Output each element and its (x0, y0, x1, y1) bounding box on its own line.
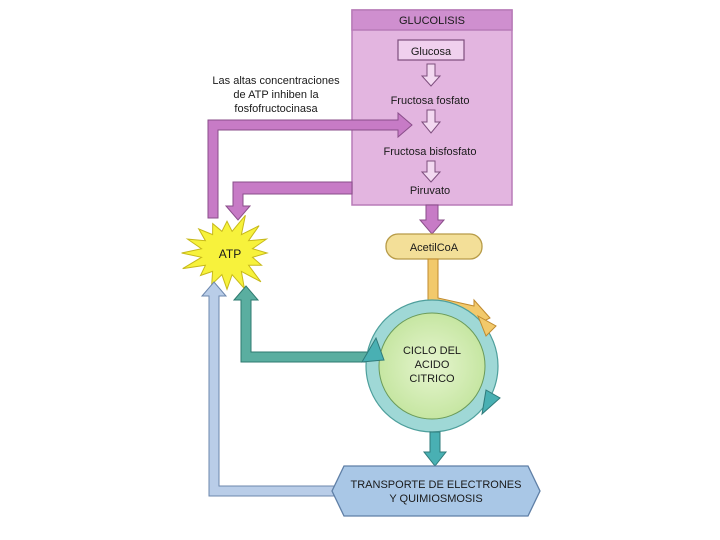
step-arrow-2 (420, 109, 442, 134)
fructosa-fosfato-label: Fructosa fosfato (391, 95, 470, 107)
electron-transport-box: TRANSPORTE DE ELECTRONES Y QUIMIOSMOSIS (331, 465, 541, 517)
transport-to-atp-arrow (200, 281, 337, 497)
svg-text:TRANSPORTE DE ELECTRONES: TRANSPORTE DE ELECTRONES (351, 479, 522, 491)
atp-starburst: ATP (181, 214, 269, 291)
piruvato-label: Piruvato (410, 185, 450, 197)
inhibition-annotation: Las altas concentraciones de ATP inhiben… (212, 75, 340, 115)
fructosa-bisfosfato-label: Fructosa bisfosfato (384, 146, 477, 158)
pyruvate-to-acetyl-arrow (418, 204, 446, 235)
glycolysis-title: GLUCOLISIS (399, 15, 465, 27)
svg-text:ACIDO: ACIDO (415, 359, 450, 371)
svg-text:de ATP inhiben la: de ATP inhiben la (233, 89, 319, 101)
svg-text:ATP: ATP (219, 247, 241, 261)
cycle-to-atp-arrow (232, 285, 373, 363)
acetilcoa-node: AcetilCoA (385, 233, 483, 260)
svg-text:Y QUIMIOSMOSIS: Y QUIMIOSMOSIS (389, 493, 482, 505)
svg-text:Las altas concentraciones: Las altas concentraciones (212, 75, 340, 87)
citric-acid-cycle: CICLO DEL ACIDO CITRICO (361, 299, 501, 433)
step-arrow-1 (420, 63, 442, 87)
atp-inhibition-arrow (207, 111, 413, 219)
glycolysis-panel: GLUCOLISIS Glucosa Fructosa fosfato Fruc… (351, 9, 513, 206)
step-arrow-3 (420, 160, 442, 183)
svg-text:CICLO DEL: CICLO DEL (403, 345, 461, 357)
svg-text:CITRICO: CITRICO (409, 373, 455, 385)
svg-text:fosfofructocinasa: fosfofructocinasa (234, 103, 318, 115)
glucosa-box (397, 39, 465, 61)
svg-text:AcetilCoA: AcetilCoA (410, 242, 459, 254)
glycolysis-to-atp-arrow (224, 181, 353, 221)
glucosa-label: Glucosa (411, 46, 452, 58)
cycle-to-transport-arrow (422, 431, 448, 467)
